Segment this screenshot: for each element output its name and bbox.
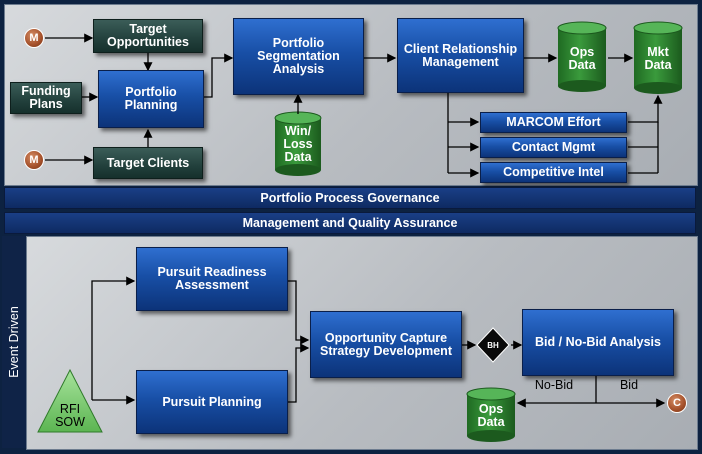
c-connector: C: [667, 393, 687, 413]
ops-data-cylinder-bottom: [466, 387, 516, 442]
funding-plans-box: Funding Plans: [10, 82, 82, 114]
win-loss-cylinder: [274, 111, 322, 176]
portfolio-planning-box: Portfolio Planning: [98, 70, 204, 128]
pursuit-planning-box: Pursuit Planning: [136, 370, 288, 434]
bh-decision-diamond: [476, 327, 510, 363]
mkt-data-label: Mkt Data: [644, 45, 672, 72]
rfi-sow-triangle: [37, 368, 103, 433]
client-relationship-box: Client Relationship Management: [397, 18, 524, 93]
rfi-sow-label: RFI SOW: [55, 402, 85, 429]
event-driven-label: Event Driven: [2, 236, 26, 448]
ops-data-cylinder-top: [557, 21, 607, 92]
m-connector-bottom: M: [24, 150, 44, 170]
bh-label: BH: [487, 340, 499, 350]
ops-data-label-top: Ops Data: [568, 45, 596, 72]
target-clients-box: Target Clients: [93, 147, 203, 179]
bid-no-bid-box: Bid / No-Bid Analysis: [522, 309, 674, 376]
target-opportunities-box: Target Opportunities: [93, 19, 203, 53]
bid-label: Bid: [619, 378, 639, 392]
capture-strategy-box: Opportunity Capture Strategy Development: [310, 311, 462, 378]
pursuit-readiness-box: Pursuit Readiness Assessment: [136, 247, 288, 311]
contact-mgmt-box: Contact Mgmt: [480, 137, 627, 158]
m-connector-top: M: [24, 28, 44, 48]
competitive-intel-box: Competitive Intel: [480, 162, 627, 183]
marcom-effort-box: MARCOM Effort: [480, 112, 627, 133]
win-loss-label: Win/ Loss Data: [283, 123, 313, 164]
mkt-data-cylinder: [633, 21, 683, 94]
no-bid-label: No-Bid: [534, 378, 574, 392]
portfolio-governance-bar: Portfolio Process Governance: [4, 187, 696, 209]
ops-data-label-bottom: Ops Data: [477, 402, 505, 429]
segmentation-analysis-box: Portfolio Segmentation Analysis: [233, 18, 364, 95]
quality-assurance-bar: Management and Quality Assurance: [4, 212, 696, 234]
